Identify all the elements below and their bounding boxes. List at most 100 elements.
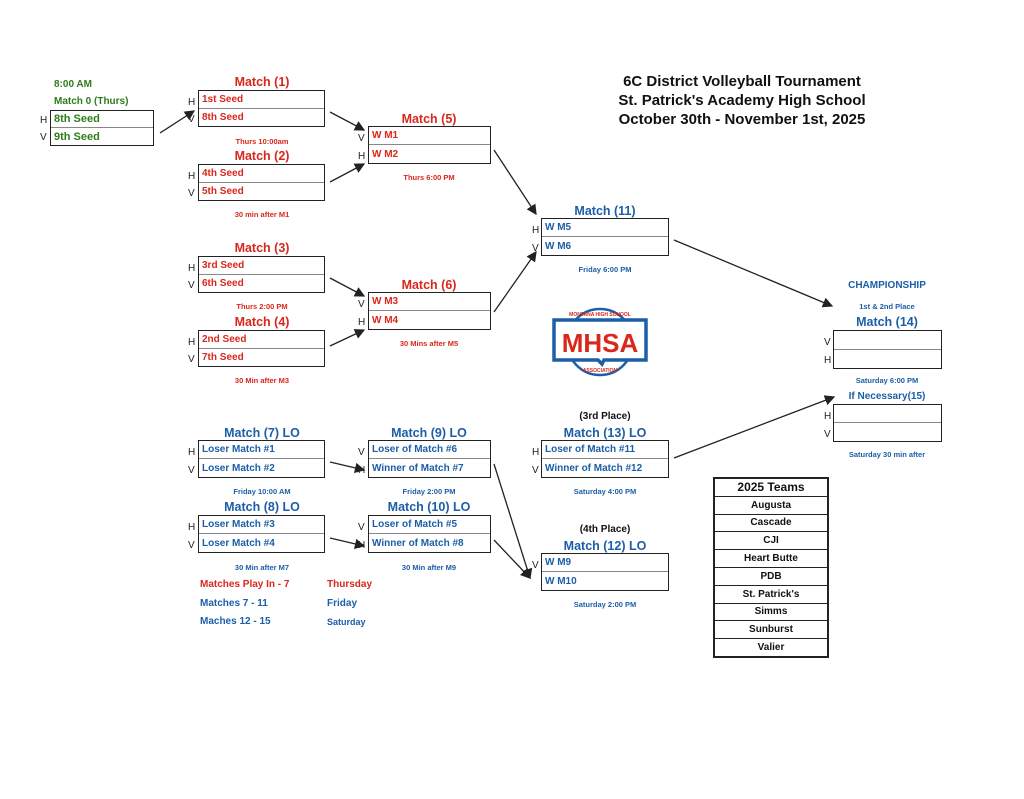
- match-3-label: Match (3): [234, 241, 290, 255]
- match-9-box: Loser of Match #6 Winner of Match #7: [368, 440, 491, 478]
- championship-title: CHAMPIONSHIP: [848, 280, 926, 291]
- team-row: Simms: [715, 604, 827, 622]
- legend-thursday-label: Thursday: [327, 579, 373, 590]
- mhsa-logo-text: MHSA: [562, 328, 639, 358]
- match-15-box: [833, 404, 942, 442]
- match-12-time: Saturday 2:00 PM: [573, 600, 637, 609]
- match-13-place: (3rd Place): [579, 411, 631, 422]
- team-row: Cascade: [715, 515, 827, 533]
- match-3-h-marker: H: [188, 263, 196, 274]
- match-6-label: Match (6): [401, 278, 457, 292]
- match-12-visitor: W M9: [542, 554, 668, 572]
- play-in-h-marker: H: [40, 115, 48, 126]
- match-15-visitor: [834, 423, 941, 441]
- match-6-v-marker: V: [358, 299, 365, 310]
- match-2-box: 4th Seed 5th Seed: [198, 164, 325, 201]
- play-in-time: 8:00 AM: [54, 79, 92, 90]
- match-13-visitor: Winner of Match #12: [545, 462, 643, 474]
- match-4-home: 2nd Seed: [199, 331, 324, 349]
- match-9-v-marker: V: [358, 447, 365, 458]
- match-13-time: Saturday 4:00 PM: [573, 487, 637, 496]
- match-9-home: Winner of Match #7: [372, 462, 464, 474]
- match-11-box: W M5 W M6: [541, 218, 669, 256]
- match-14-box: [833, 330, 942, 369]
- match-14-home: [834, 350, 941, 369]
- match-14-h-marker: H: [824, 355, 832, 366]
- match-3-time: Thurs 2:00 PM: [236, 302, 288, 311]
- match-15-label: If Necessary(15): [848, 391, 926, 402]
- match-5-v-marker: V: [358, 133, 365, 144]
- play-in-v-marker: V: [40, 132, 47, 143]
- match-7-label: Match (7) LO: [224, 426, 300, 440]
- legend-saturday-range: Maches 12 - 15: [200, 616, 271, 627]
- match-7-home: Loser Match #1: [199, 441, 324, 459]
- match-13-h-marker: H: [532, 447, 540, 458]
- match-0-box: 8th Seed 9th Seed: [50, 110, 154, 146]
- tournament-venue: St. Patrick's Academy High School: [618, 92, 866, 109]
- team-row: Augusta: [715, 497, 827, 515]
- match-11-visitor: W M6: [545, 240, 572, 252]
- match-4-h-marker: H: [188, 337, 196, 348]
- match-10-v-marker: V: [358, 522, 365, 533]
- legend-friday-label: Friday: [327, 598, 358, 609]
- team-row: St. Patrick's: [715, 586, 827, 604]
- match-12-home: W M10: [545, 575, 577, 587]
- match-2-label: Match (2): [234, 149, 290, 163]
- teams-table-header: 2025 Teams: [715, 479, 827, 497]
- match-7-v-marker: V: [188, 465, 195, 476]
- match-15-v-marker: V: [824, 429, 831, 440]
- match-9-visitor: Loser of Match #6: [369, 441, 490, 459]
- mhsa-logo: MHSA MONTANA HIGH SCHOOL ASSOCIATION: [552, 307, 648, 377]
- play-in-label: Match 0 (Thurs): [54, 96, 129, 107]
- team-row: PDB: [715, 568, 827, 586]
- team-row: Valier: [757, 642, 785, 654]
- team-row: Heart Butte: [715, 550, 827, 568]
- match-15-home: [834, 405, 941, 423]
- match-13-v-marker: V: [532, 465, 539, 476]
- match-6-home: W M4: [372, 314, 399, 326]
- tournament-dates: October 30th - November 1st, 2025: [618, 111, 866, 128]
- teams-table: 2025 Teams Augusta Cascade CJI Heart But…: [713, 477, 829, 658]
- match-5-home: W M2: [372, 148, 399, 160]
- match-12-label: Match (12) LO: [563, 539, 647, 553]
- match-13-label: Match (13) LO: [563, 426, 647, 440]
- match-10-home: Winner of Match #8: [372, 537, 464, 549]
- match-5-box: W M1 W M2: [368, 126, 491, 164]
- match-7-visitor: Loser Match #2: [202, 462, 275, 474]
- match-7-h-marker: H: [188, 447, 196, 458]
- match-1-h-marker: H: [188, 97, 196, 108]
- match-9-h-marker: H: [358, 465, 366, 476]
- match-11-home: W M5: [542, 219, 668, 237]
- match-10-time: 30 Min after M9: [401, 563, 457, 572]
- mhsa-logo-arc-bottom: ASSOCIATION: [583, 368, 618, 374]
- match-14-visitor: [834, 331, 941, 350]
- team-row: CJI: [715, 532, 827, 551]
- match-1-time: Thurs 10:00am: [235, 137, 289, 146]
- match-2-h-marker: H: [188, 171, 196, 182]
- match-13-box: Loser of Match #11 Winner of Match #12: [541, 440, 669, 478]
- match-1-label: Match (1): [234, 75, 290, 89]
- match-12-box: W M9 W M10: [541, 553, 669, 591]
- match-1-home: 1st Seed: [199, 91, 324, 109]
- match-3-visitor: 6th Seed: [202, 277, 244, 289]
- mhsa-logo-arc-top: MONTANA HIGH SCHOOL: [569, 312, 631, 318]
- match-12-place: (4th Place): [579, 524, 631, 535]
- match-5-time: Thurs 6:00 PM: [403, 173, 455, 182]
- match-10-h-marker: H: [358, 540, 366, 551]
- match-8-h-marker: H: [188, 522, 196, 533]
- match-9-time: Friday 2:00 PM: [402, 487, 456, 496]
- match-4-box: 2nd Seed 7th Seed: [198, 330, 325, 367]
- match-3-v-marker: V: [188, 280, 195, 291]
- match-1-v-marker: V: [188, 114, 195, 125]
- team-row: Sunburst: [715, 621, 827, 640]
- match-10-visitor: Loser of Match #5: [369, 516, 490, 534]
- match-8-time: 30 Min after M7: [234, 563, 290, 572]
- match-6-visitor: W M3: [369, 293, 490, 311]
- match-5-visitor: W M1: [369, 127, 490, 145]
- match-8-visitor: Loser Match #4: [202, 537, 275, 549]
- match-10-box: Loser of Match #5 Winner of Match #8: [368, 515, 491, 553]
- match-14-time: Saturday 6:00 PM: [855, 376, 919, 385]
- match-11-h-marker: H: [532, 225, 540, 236]
- match-2-v-marker: V: [188, 188, 195, 199]
- match-11-label: Match (11): [574, 204, 636, 218]
